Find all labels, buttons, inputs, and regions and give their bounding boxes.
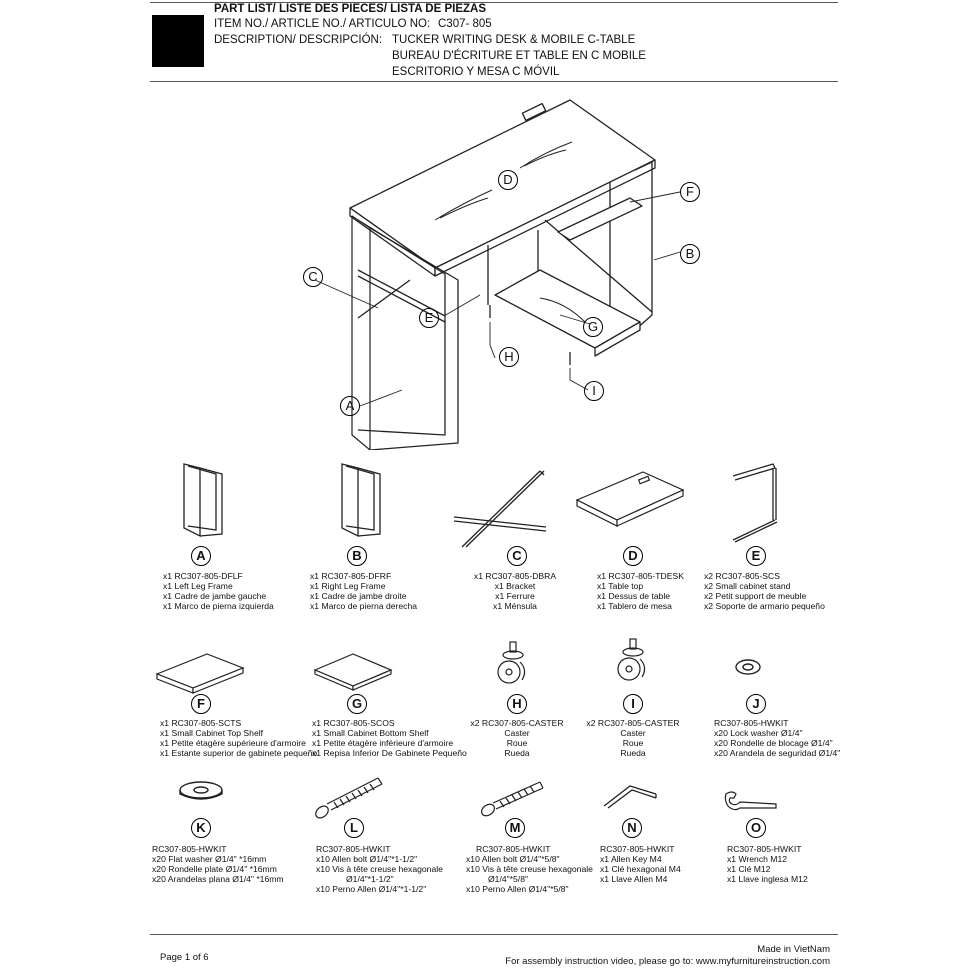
top-shelf-image: [155, 653, 245, 694]
badge-g: G: [347, 694, 367, 714]
badge-e: E: [746, 546, 766, 566]
callout-d: D: [498, 170, 518, 190]
allen-bolt-long-image: [315, 777, 383, 819]
header-rule: [150, 81, 838, 82]
page-title: PART LIST/ LISTE DES PIECES/ LISTA DE PI…: [214, 3, 486, 15]
item-number-value: C307- 805: [438, 18, 492, 30]
badge-i: I: [623, 694, 643, 714]
description-es: ESCRITORIO Y MESA C MÓVIL: [392, 66, 560, 78]
badge-n: N: [622, 818, 642, 838]
caster-h-image: [497, 641, 526, 684]
top-rule: [150, 2, 838, 3]
badge-j: J: [746, 694, 766, 714]
badge-b: B: [347, 546, 367, 566]
callout-i: I: [584, 381, 604, 401]
table-top-image: [575, 471, 685, 527]
brand-logo: [152, 15, 204, 67]
left-leg-frame-image: [183, 463, 223, 538]
badge-m: M: [505, 818, 525, 838]
item-number-label: ITEM NO./ ARTICLE NO./ ARTICULO NO:: [214, 18, 431, 30]
callout-c: C: [303, 267, 323, 287]
bracket-image: [453, 470, 547, 548]
bottom-shelf-image: [313, 653, 393, 691]
badge-c: C: [507, 546, 527, 566]
callout-a: A: [340, 396, 360, 416]
callout-g: G: [583, 317, 603, 337]
footer-info: Made in VietNam For assembly instruction…: [505, 944, 830, 968]
badge-d: D: [623, 546, 643, 566]
badge-f: F: [191, 694, 211, 714]
cabinet-stand-image: [732, 463, 778, 543]
video-link-text: For assembly instruction video, please g…: [505, 956, 830, 967]
callout-b: B: [680, 244, 700, 264]
badge-o: O: [746, 818, 766, 838]
callout-f: F: [680, 182, 700, 202]
callout-e: E: [419, 308, 439, 328]
made-in-label: Made in VietNam: [757, 944, 830, 955]
badge-h: H: [507, 694, 527, 714]
allen-bolt-short-image: [480, 781, 544, 817]
callout-h: H: [499, 347, 519, 367]
badge-a: A: [191, 546, 211, 566]
caster-i-image: [617, 638, 646, 681]
badge-l: L: [344, 818, 364, 838]
page-number: Page 1 of 6: [160, 952, 209, 963]
wrench-image: [724, 791, 777, 811]
lock-washer-image: [735, 659, 761, 675]
description-fr: BUREAU D'ÉCRITURE ET TABLE EN C MOBILE: [392, 50, 646, 62]
flat-washer-image: [179, 781, 223, 800]
description-label: DESCRIPTION/ DESCRIPCIÓN:: [214, 34, 383, 46]
description-en: TUCKER WRITING DESK & MOBILE C-TABLE: [392, 34, 636, 46]
right-leg-frame-image: [341, 463, 381, 538]
badge-k: K: [191, 818, 211, 838]
footer-rule: [150, 934, 838, 935]
allen-key-image: [603, 785, 657, 809]
